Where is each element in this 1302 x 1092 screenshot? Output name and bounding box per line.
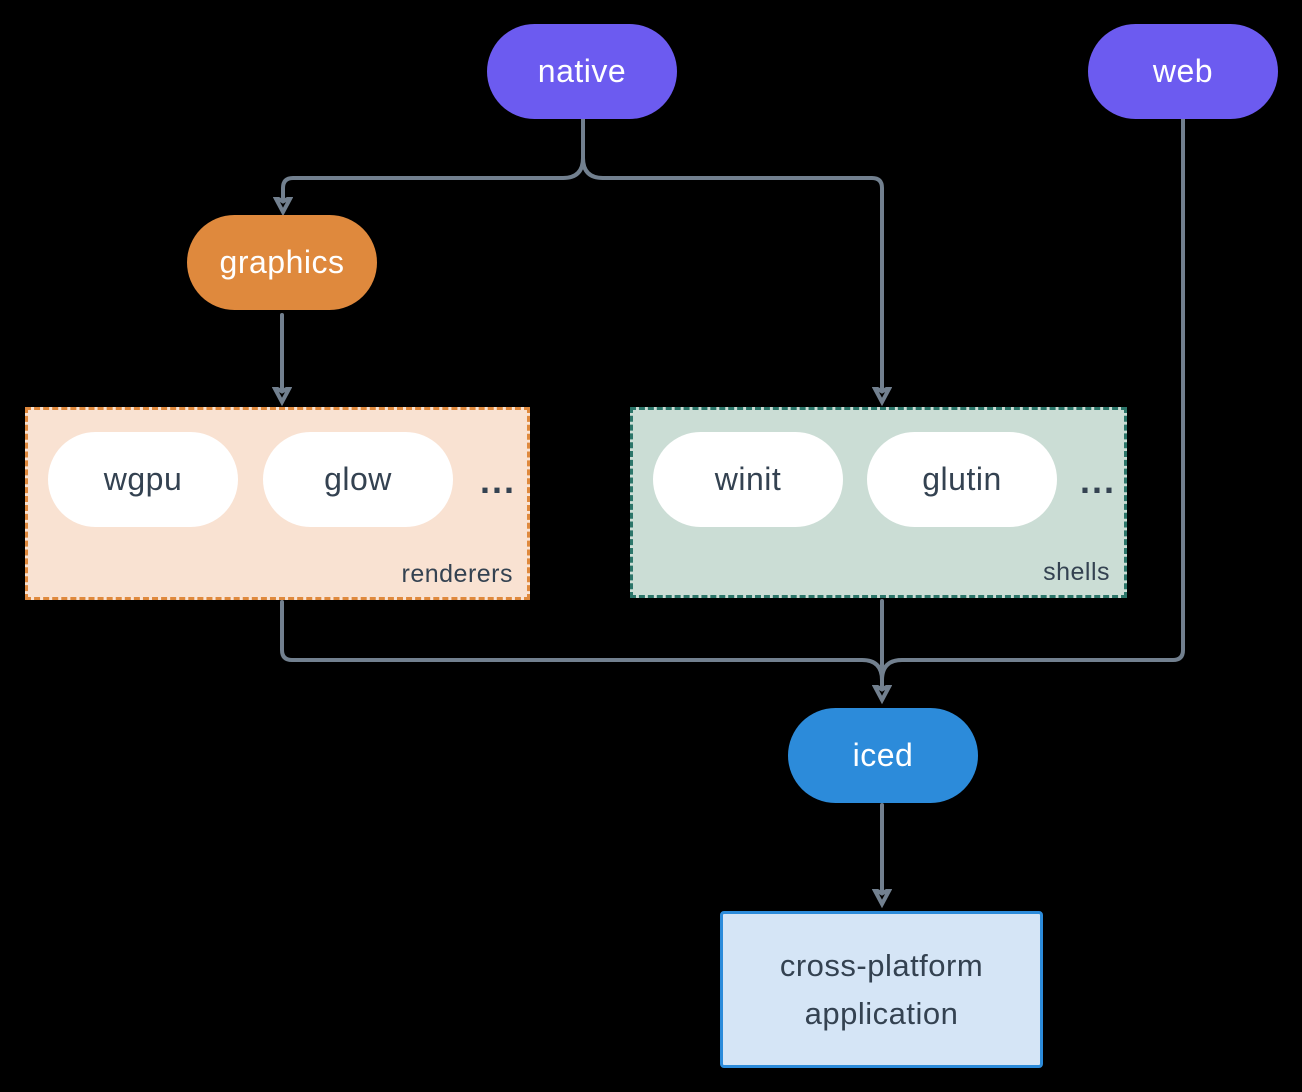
edge-native-fork bbox=[561, 157, 605, 180]
node-glutin: glutin bbox=[867, 432, 1057, 527]
group-shells: winit glutin ... shells bbox=[630, 407, 1127, 598]
application-label-line1: cross-platform bbox=[779, 947, 984, 983]
node-graphics: graphics bbox=[187, 215, 377, 310]
shells-group-label: shells bbox=[1043, 558, 1110, 586]
renderers-ellipsis: ... bbox=[480, 460, 517, 501]
node-cross-platform-application: cross-platform application bbox=[720, 911, 1043, 1068]
group-renderers: wgpu glow ... renderers bbox=[25, 407, 530, 600]
node-native: native bbox=[487, 24, 677, 119]
renderers-group-label: renderers bbox=[401, 560, 513, 588]
node-web: web bbox=[1088, 24, 1278, 119]
node-wgpu: wgpu bbox=[48, 432, 238, 527]
shells-ellipsis: ... bbox=[1080, 460, 1117, 501]
node-winit: winit bbox=[653, 432, 843, 527]
node-glow: glow bbox=[263, 432, 453, 527]
edge-renderers-merge bbox=[280, 600, 884, 682]
edge-native-graphics bbox=[283, 176, 565, 198]
edge-web-merge bbox=[880, 117, 1185, 682]
edge-native-shells bbox=[601, 176, 882, 388]
application-label-line2: application bbox=[804, 995, 959, 1031]
node-iced: iced bbox=[788, 708, 978, 803]
